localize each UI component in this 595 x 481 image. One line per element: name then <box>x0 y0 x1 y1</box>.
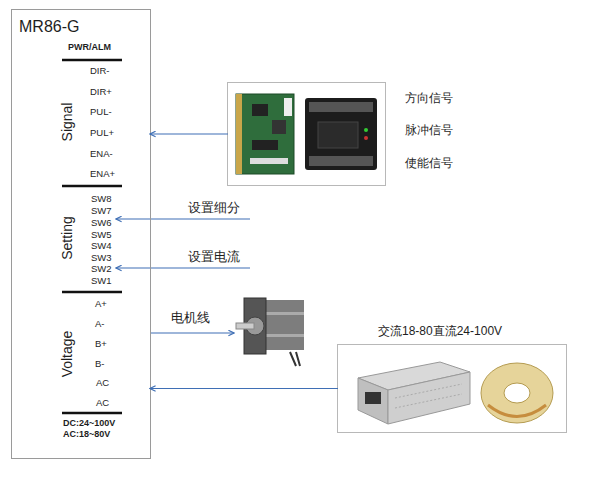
rating-label: DC:24~100V <box>63 419 115 429</box>
switch-label: SW3 <box>91 253 112 263</box>
power-supply <box>358 362 470 424</box>
status-label: PWR/ALM <box>68 43 111 53</box>
toroidal-transformer <box>481 363 553 423</box>
motion-card <box>236 94 294 174</box>
stepper-motor <box>236 298 304 366</box>
pin-label: DIR- <box>90 66 110 76</box>
pin-label: DIR+ <box>90 87 112 97</box>
plc-module <box>305 98 377 170</box>
driver-box: SignalSettingVoltage MR86-G <box>12 10 150 458</box>
annotation: 设置细分 <box>188 202 240 216</box>
power-heading: 交流18-80直流24-100V <box>378 325 502 338</box>
pin-label: A- <box>95 319 105 329</box>
annotation: 电机线 <box>171 312 210 326</box>
section-title: Signal <box>60 103 75 142</box>
signal-name: 方向信号 <box>405 92 453 105</box>
pin-label: PUL+ <box>90 128 114 138</box>
pin-label: B- <box>95 359 105 369</box>
signal-arrow <box>150 388 338 389</box>
pin-label: A+ <box>95 299 107 309</box>
switch-label: SW4 <box>91 241 112 251</box>
leader-arrow <box>116 219 250 333</box>
annotation: 设置电流 <box>188 251 240 265</box>
switch-label: SW2 <box>91 264 112 274</box>
switch-label: SW1 <box>91 276 112 286</box>
switch-label: SW8 <box>91 194 112 204</box>
pin-label: ENA+ <box>90 169 115 179</box>
power-box: 交流18-80直流24-100V <box>338 345 566 432</box>
rating-label: AC:18~80V <box>63 430 110 440</box>
pin-label: AC <box>96 398 109 408</box>
section-title: Setting <box>60 216 75 260</box>
controller-box: 方向信号脉冲信号使能信号 <box>228 83 385 185</box>
pin-label: ENA- <box>90 149 113 159</box>
signal-arrow <box>150 133 228 134</box>
pin-label: AC <box>96 378 109 388</box>
signal-name: 使能信号 <box>405 157 453 170</box>
voltage-section: Voltage <box>60 292 150 413</box>
switch-label: SW7 <box>91 206 112 216</box>
switch-label: SW5 <box>91 230 112 240</box>
pin-label: B+ <box>95 339 107 349</box>
switch-label: SW6 <box>91 218 112 228</box>
signal-name: 脉冲信号 <box>405 124 453 137</box>
signal-section: Signal <box>60 60 150 186</box>
model-title: MR86-G <box>19 18 79 36</box>
section-title: Voltage <box>60 331 75 378</box>
pin-label: PUL- <box>90 107 112 117</box>
